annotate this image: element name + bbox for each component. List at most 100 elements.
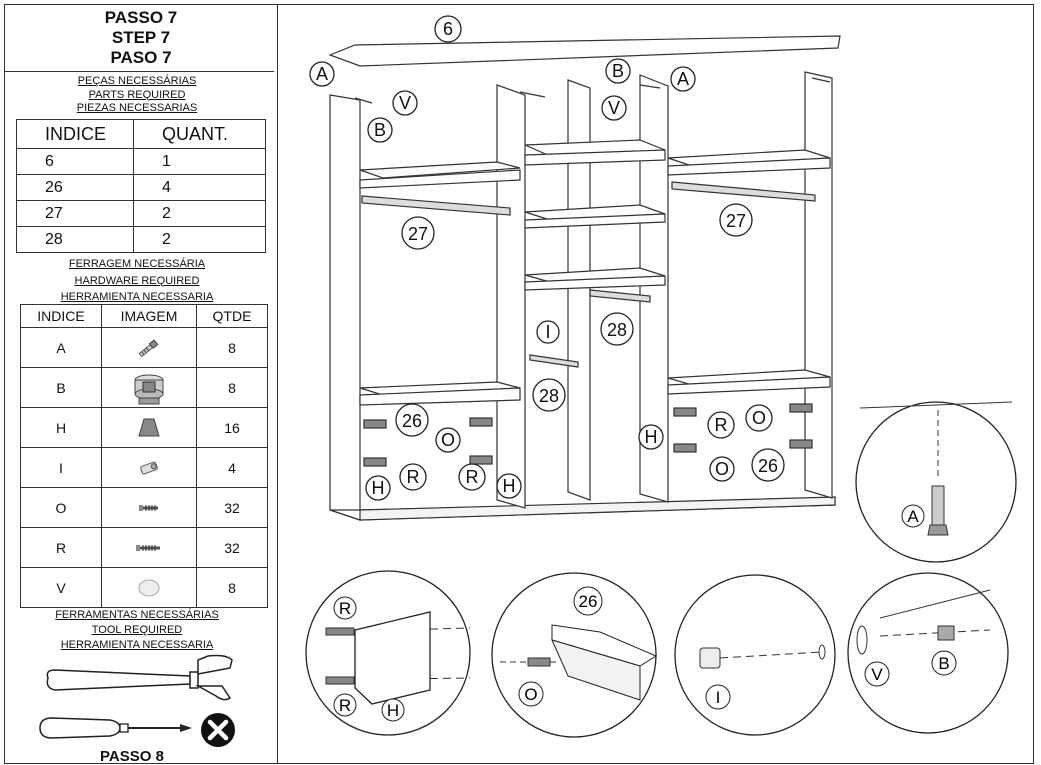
label-27: 27	[408, 224, 428, 244]
divider	[4, 71, 274, 72]
left-side-panel	[329, 94, 361, 521]
label-h: H	[387, 701, 399, 720]
table-row: R 32	[20, 527, 268, 568]
callout-v	[392, 90, 418, 116]
top-panel	[328, 35, 841, 67]
callout-26	[395, 403, 429, 437]
parts-heading: PEÇAS NECESSÁRIAS PARTS REQUIRED PIEZAS …	[0, 75, 274, 116]
tools-heading-es: HERRAMIENTA NECESSARIA	[60, 639, 214, 651]
label-o: O	[441, 430, 455, 450]
callout-h	[638, 424, 664, 450]
label-28: 28	[539, 386, 559, 406]
hardware-col-index: INDICE	[20, 304, 102, 328]
label-r: R	[466, 467, 479, 487]
step-title-en: STEP 7	[111, 28, 171, 47]
tools-heading-en: TOOL REQUIRED	[91, 624, 183, 636]
part-index: 28	[16, 226, 134, 253]
callout-r	[399, 463, 427, 491]
parts-heading-en: PARTS REQUIRED	[88, 88, 186, 101]
hw-qty: 32	[196, 487, 268, 528]
hw-index: H	[20, 407, 102, 448]
part-qty: 2	[133, 200, 266, 227]
label-v: V	[871, 665, 883, 684]
short-screw-icon	[139, 505, 158, 512]
callout-a	[670, 66, 696, 92]
hardware-table: INDICE IMAGEM QTDE A 8 B 8 H 16 I 4 O 32…	[20, 304, 268, 608]
label-o: O	[752, 408, 766, 428]
label-a: A	[677, 69, 689, 89]
part-index: 26	[16, 174, 134, 201]
part-qty: 1	[133, 148, 266, 175]
label-r: R	[339, 696, 351, 715]
detail-screws: R R H	[305, 570, 471, 736]
hammer-icon	[46, 654, 233, 701]
label-a: A	[907, 507, 919, 526]
step-title: PASSO 7 STEP 7 PASO 7	[4, 8, 278, 68]
callout-a	[309, 61, 335, 87]
label-r: R	[715, 415, 728, 435]
parts-heading-es: PIEZAS NECESSARIAS	[76, 102, 198, 114]
label-h: H	[645, 427, 658, 447]
dowel-bolt-icon	[138, 338, 159, 357]
label-a: A	[316, 64, 328, 84]
hw-qty: 32	[196, 527, 268, 568]
callout-v	[601, 95, 627, 121]
right-side-panel	[804, 71, 833, 499]
hw-index: A	[20, 327, 102, 368]
tools-illustration	[39, 654, 235, 747]
callout-27	[719, 203, 753, 237]
label-i: I	[545, 322, 550, 342]
support-block-icon	[138, 418, 160, 436]
callout-28	[600, 312, 634, 346]
label-r: R	[339, 599, 351, 618]
label-b: B	[938, 654, 949, 673]
callout-b	[367, 117, 393, 143]
tools-heading-pt: FERRAMENTAS NECESSÁRIAS	[55, 609, 219, 621]
part-index: 6	[16, 148, 134, 175]
callout-28	[532, 378, 566, 412]
parts-heading-pt: PEÇAS NECESSÁRIAS	[77, 75, 197, 87]
hw-qty: 16	[196, 407, 268, 448]
label-26: 26	[402, 411, 422, 431]
label-26: 26	[579, 592, 598, 611]
label-28: 28	[607, 320, 627, 340]
partition	[496, 84, 526, 509]
label-b: B	[612, 61, 624, 81]
callout-r	[458, 463, 486, 491]
hardware-heading-pt: FERRAGEM NECESSÁRIA	[68, 258, 206, 270]
label-27: 27	[726, 211, 746, 231]
assembly-diagram: 6 A V B B A V 27 27 28 28 I 26 O R H R H…	[305, 15, 1017, 738]
detail-rod-cup: I	[674, 574, 836, 736]
callout-o	[745, 404, 773, 432]
screwdriver-icon	[39, 717, 192, 739]
hw-qty: 8	[196, 327, 268, 368]
cover-cap-icon	[138, 579, 160, 596]
cam-lock-icon	[134, 374, 164, 404]
table-row: B 8	[20, 367, 268, 408]
callout-i	[536, 320, 560, 344]
callout-6	[434, 15, 462, 43]
label-h: H	[372, 478, 385, 498]
label-o: O	[524, 685, 537, 704]
hw-index: O	[20, 487, 102, 528]
hardware-heading-es: HERRAMIENTA NECESSARIA	[60, 291, 214, 303]
label-6: 6	[443, 19, 453, 39]
hw-index: R	[20, 527, 102, 568]
hw-index: I	[20, 447, 102, 488]
label-v: V	[399, 93, 411, 113]
hardware-heading-en: HARDWARE REQUIRED	[74, 274, 200, 287]
table-row: O 32	[20, 487, 268, 528]
table-row: V 8	[20, 567, 268, 608]
callout-27	[401, 216, 435, 250]
table-row: H 16	[20, 407, 268, 448]
hw-index: V	[20, 567, 102, 608]
hardware-heading: FERRAGEM NECESSÁRIA HARDWARE REQUIRED HE…	[0, 256, 274, 306]
callout-b	[605, 58, 631, 84]
callout-o	[709, 456, 735, 482]
label-r: R	[407, 467, 420, 487]
label-26: 26	[758, 456, 778, 476]
label-b: B	[374, 120, 386, 140]
